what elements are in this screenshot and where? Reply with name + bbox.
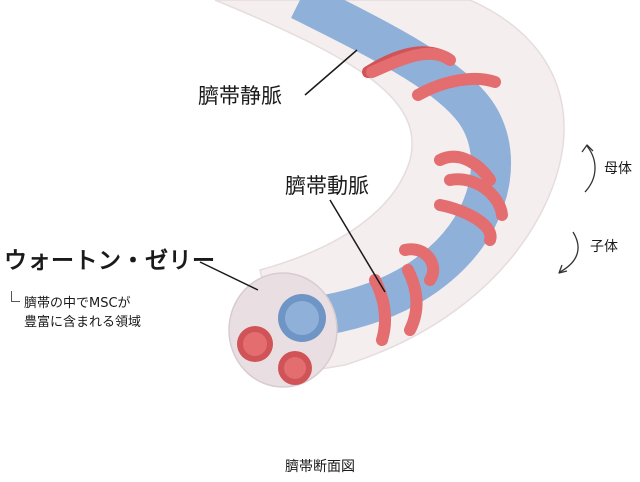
note-bracket (11, 291, 20, 302)
wharton-leader-line (199, 261, 259, 291)
msc-note-line-1: 臍帯の中でMSCが (24, 296, 131, 311)
artery-leader-line (329, 199, 386, 293)
curved-arrow-up-icon (581, 144, 596, 193)
msc-note: 臍帯の中でMSCが 豊富に含まれる領域 (24, 294, 141, 332)
umbilical-vein-label: 臍帯静脈 (198, 84, 282, 108)
vein-leader-line (304, 49, 358, 96)
cross-section-artery-bottom-lumen (284, 357, 306, 379)
cross-section-vein-lumen (285, 301, 319, 335)
mother-side-label: 母体 (604, 161, 632, 177)
wharton-jelly-label: ウォートン・ゼリー (4, 248, 216, 274)
umbilical-vein-vessel (291, 0, 511, 335)
diagram-caption: 臍帯断面図 (285, 459, 355, 475)
msc-note-line-2: 豊富に含まれる領域 (24, 315, 142, 330)
umbilical-artery-coils (362, 46, 508, 346)
curved-arrow-down-icon (558, 231, 579, 274)
cross-section-artery-left-lumen (243, 332, 267, 356)
child-side-label: 子体 (590, 239, 618, 255)
umbilical-artery-label: 臍帯動脈 (285, 174, 369, 198)
